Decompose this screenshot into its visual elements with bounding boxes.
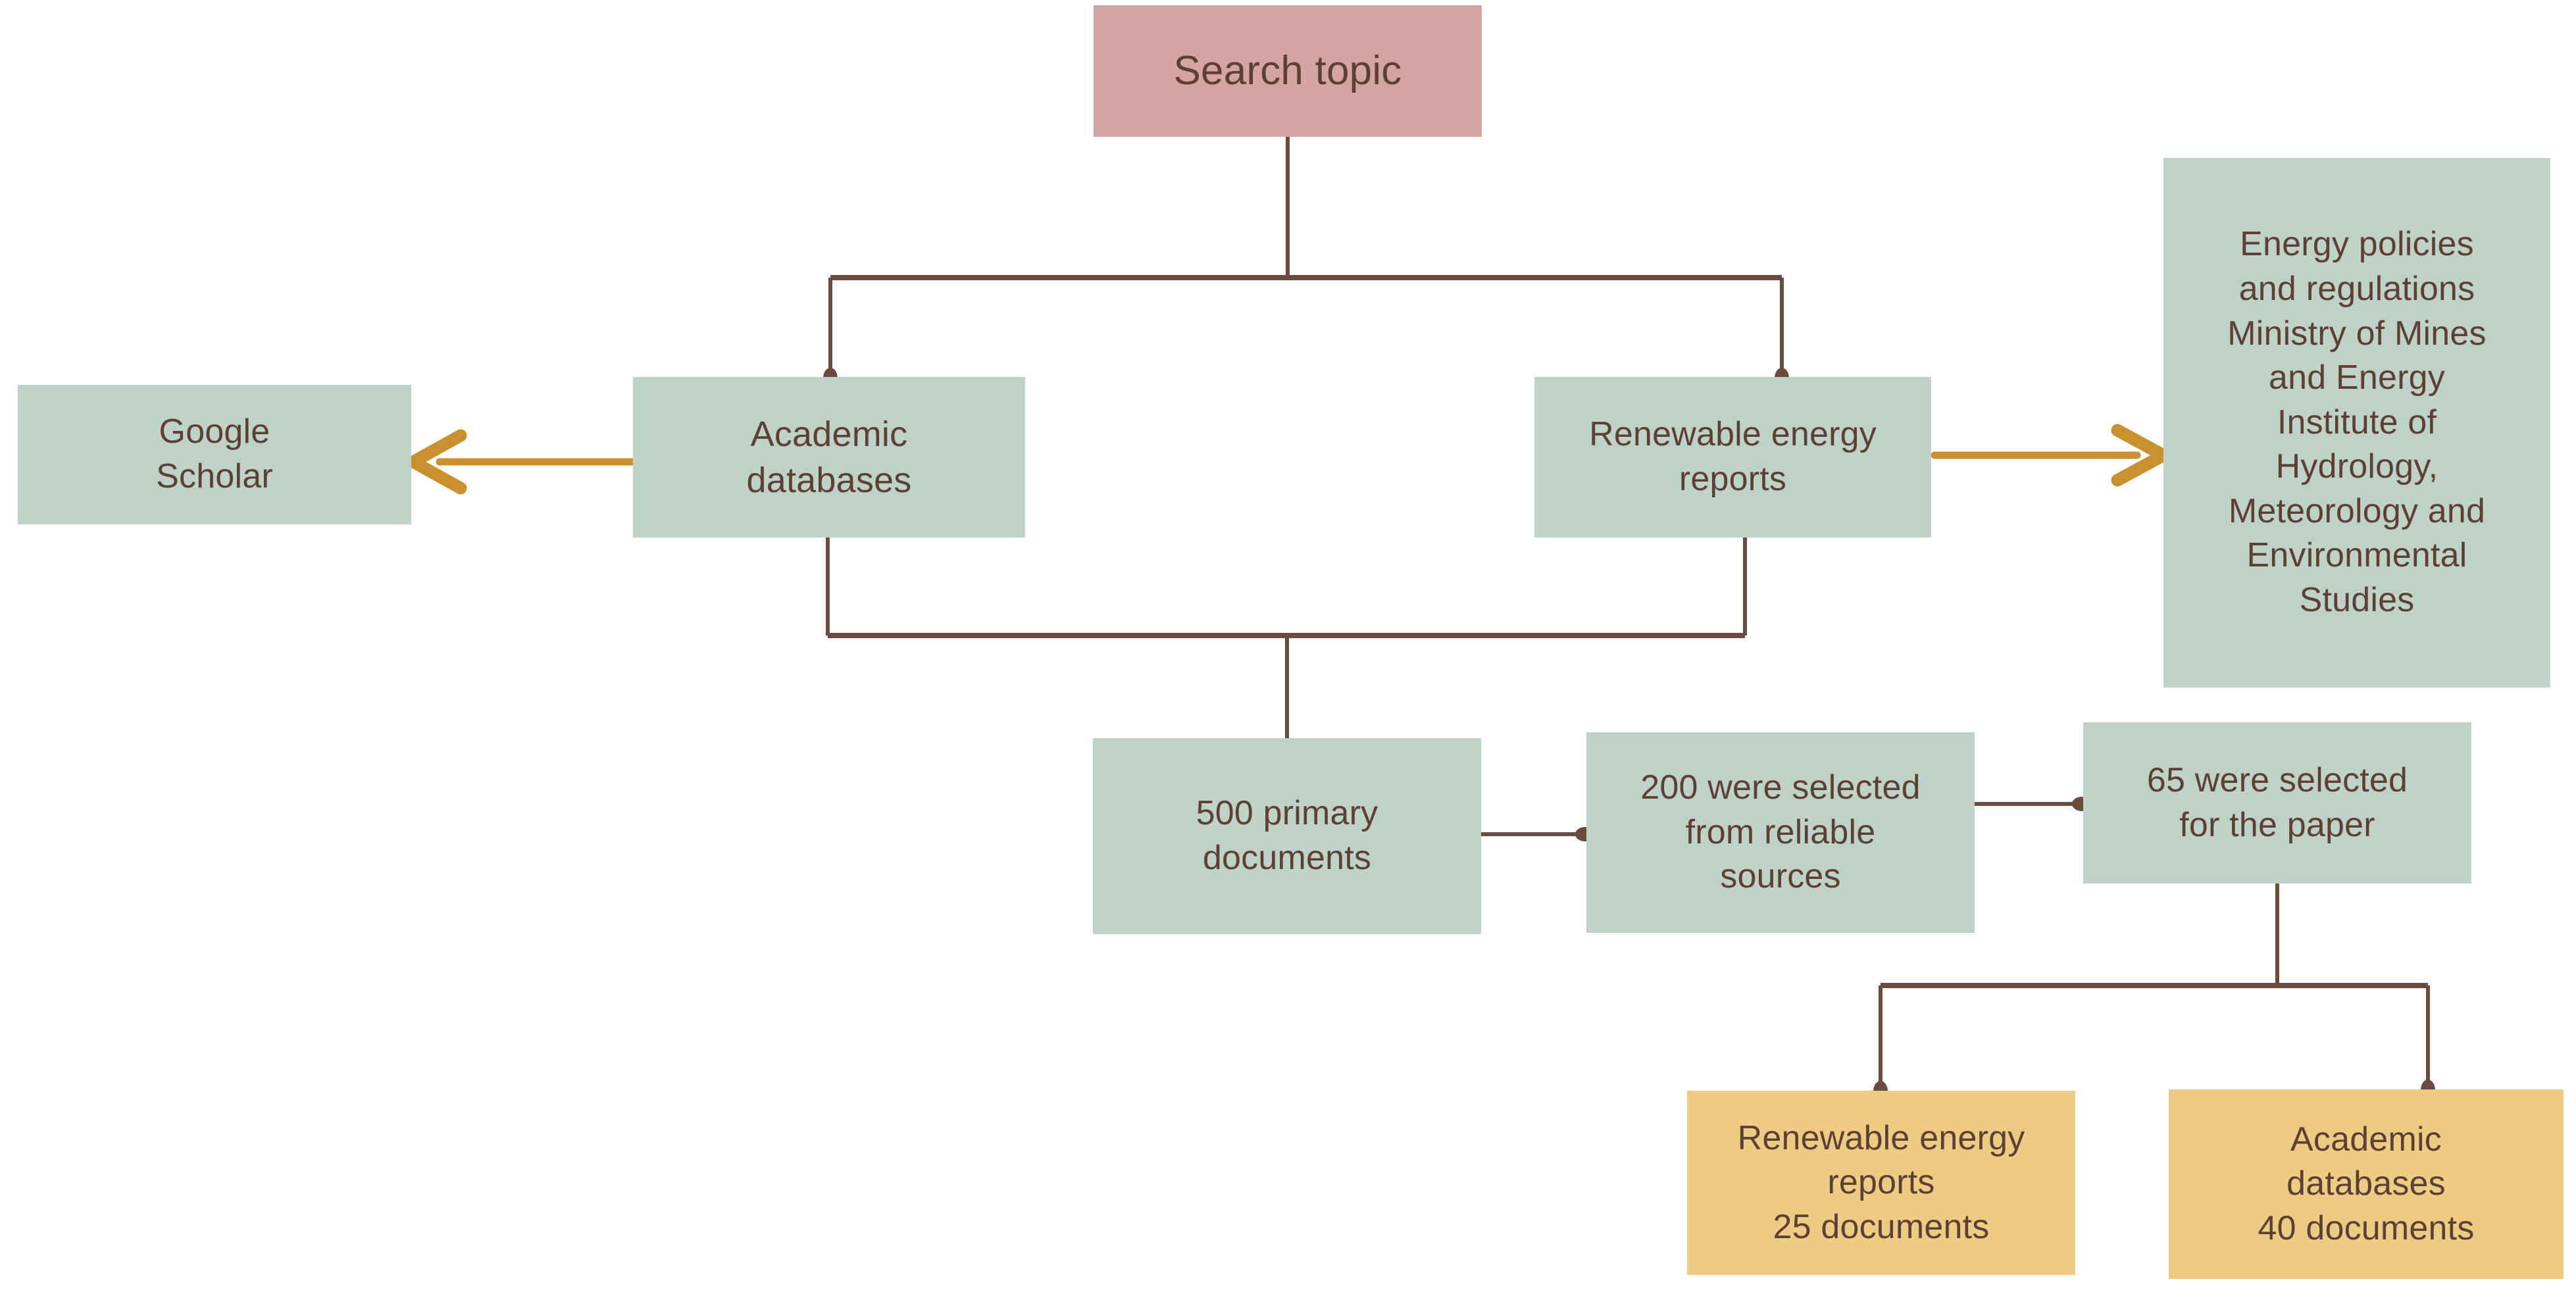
- node-renewable-energy-reports[interactable]: Renewable energy reports: [1534, 377, 1931, 537]
- node-renewable-energy-docs[interactable]: Renewable energy reports 25 documents: [1687, 1091, 2075, 1275]
- node-search-topic[interactable]: Search topic: [1094, 5, 1482, 137]
- edge-renewable-to-policies: [1931, 424, 2170, 487]
- node-selected-for-paper[interactable]: 65 were selected for the paper: [2083, 722, 2471, 884]
- edge-reliable-to-selected: [1975, 797, 2092, 811]
- node-primary-documents[interactable]: 500 primary documents: [1093, 738, 1481, 934]
- node-google-scholar[interactable]: Google Scholar: [18, 385, 411, 524]
- node-academic-databases[interactable]: Academic databases: [633, 377, 1025, 537]
- edge-databases-to-merge: [826, 537, 1747, 738]
- edge-search-to-split: [823, 137, 1789, 389]
- node-academic-databases-docs[interactable]: Academic databases 40 documents: [2169, 1089, 2563, 1279]
- edge-primary-to-reliable: [1481, 827, 1595, 841]
- node-reliable-sources[interactable]: 200 were selected from reliable sources: [1586, 732, 1975, 933]
- node-energy-policies[interactable]: Energy policies and regulations Ministry…: [2163, 158, 2550, 687]
- edge-academic-to-scholar: [407, 429, 637, 495]
